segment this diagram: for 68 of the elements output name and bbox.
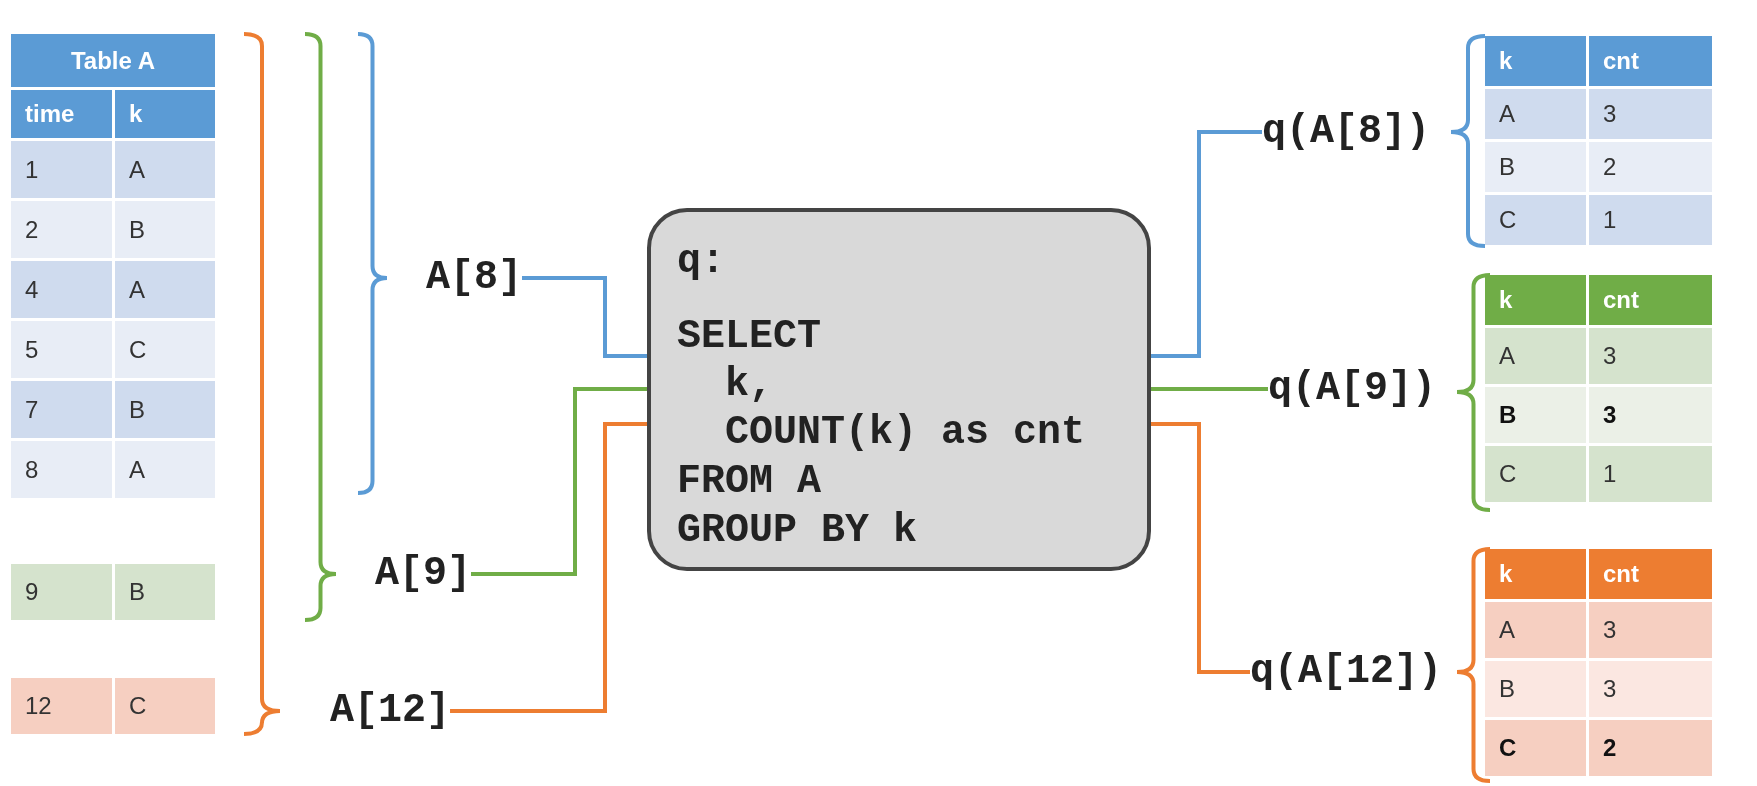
table-value: 2 bbox=[1589, 720, 1712, 776]
table-value: 1 bbox=[1589, 195, 1712, 245]
table-value: 3 bbox=[1589, 328, 1712, 384]
connector bbox=[522, 276, 647, 358]
table-value: A bbox=[115, 141, 215, 198]
table-value: 8 bbox=[11, 441, 112, 498]
connector bbox=[1151, 422, 1250, 674]
table-value: 5 bbox=[11, 321, 112, 378]
column-header: time bbox=[11, 90, 112, 138]
connector bbox=[1151, 387, 1268, 391]
table-value: 2 bbox=[11, 201, 112, 258]
table-value: 2 bbox=[1589, 142, 1712, 192]
table-value: 3 bbox=[1589, 602, 1712, 658]
table-value: C bbox=[1485, 720, 1586, 776]
table-value: 9 bbox=[11, 564, 112, 620]
table-value: B bbox=[115, 201, 215, 258]
query-box bbox=[647, 208, 1151, 571]
column-header: k bbox=[115, 90, 215, 138]
column-header: k bbox=[1485, 275, 1586, 325]
table-value: C bbox=[115, 678, 215, 734]
table-title: Table A bbox=[11, 34, 215, 87]
code-line: SELECT bbox=[677, 315, 822, 359]
table-value: 3 bbox=[1589, 661, 1712, 717]
column-header: k bbox=[1485, 36, 1586, 86]
column-header: cnt bbox=[1589, 275, 1712, 325]
column-header: k bbox=[1485, 549, 1586, 599]
table-value: C bbox=[115, 321, 215, 378]
column-header: cnt bbox=[1589, 36, 1712, 86]
range-label: A[8] bbox=[426, 256, 522, 300]
range-label: q(A[12]) bbox=[1250, 650, 1443, 694]
data-table bbox=[1485, 549, 1712, 776]
table-value: A bbox=[1485, 328, 1586, 384]
connector bbox=[450, 422, 647, 713]
connector bbox=[471, 387, 647, 576]
code-line: q: bbox=[677, 240, 725, 284]
table-value: B bbox=[1485, 387, 1586, 443]
data-table bbox=[1485, 275, 1712, 502]
code-line: GROUP BY k bbox=[677, 509, 918, 553]
table-value: A bbox=[115, 261, 215, 318]
data-table bbox=[11, 564, 215, 620]
table-value: 4 bbox=[11, 261, 112, 318]
table-value: 1 bbox=[1589, 446, 1712, 502]
table-value: C bbox=[1485, 446, 1586, 502]
table-value: A bbox=[1485, 89, 1586, 139]
table-value: 1 bbox=[11, 141, 112, 198]
table-value: B bbox=[1485, 142, 1586, 192]
table-value: A bbox=[115, 441, 215, 498]
table-value: B bbox=[115, 564, 215, 620]
table-value: 12 bbox=[11, 678, 112, 734]
range-label: q(A[9]) bbox=[1268, 367, 1437, 411]
data-table bbox=[11, 34, 215, 498]
data-table bbox=[1485, 36, 1712, 245]
range-label: A[9] bbox=[375, 552, 471, 596]
table-value: 3 bbox=[1589, 387, 1712, 443]
code-line: k, bbox=[725, 363, 773, 407]
table-value: B bbox=[1485, 661, 1586, 717]
code-line: FROM A bbox=[677, 460, 822, 504]
table-value: C bbox=[1485, 195, 1586, 245]
range-label: q(A[8]) bbox=[1262, 110, 1431, 154]
data-table bbox=[11, 678, 215, 734]
code-line: COUNT(k) as cnt bbox=[725, 411, 1086, 455]
table-value: A bbox=[1485, 602, 1586, 658]
column-header: cnt bbox=[1589, 549, 1712, 599]
table-value: B bbox=[115, 381, 215, 438]
connector bbox=[1151, 130, 1262, 358]
table-value: 3 bbox=[1589, 89, 1712, 139]
table-value: 7 bbox=[11, 381, 112, 438]
range-label: A[12] bbox=[330, 689, 451, 733]
